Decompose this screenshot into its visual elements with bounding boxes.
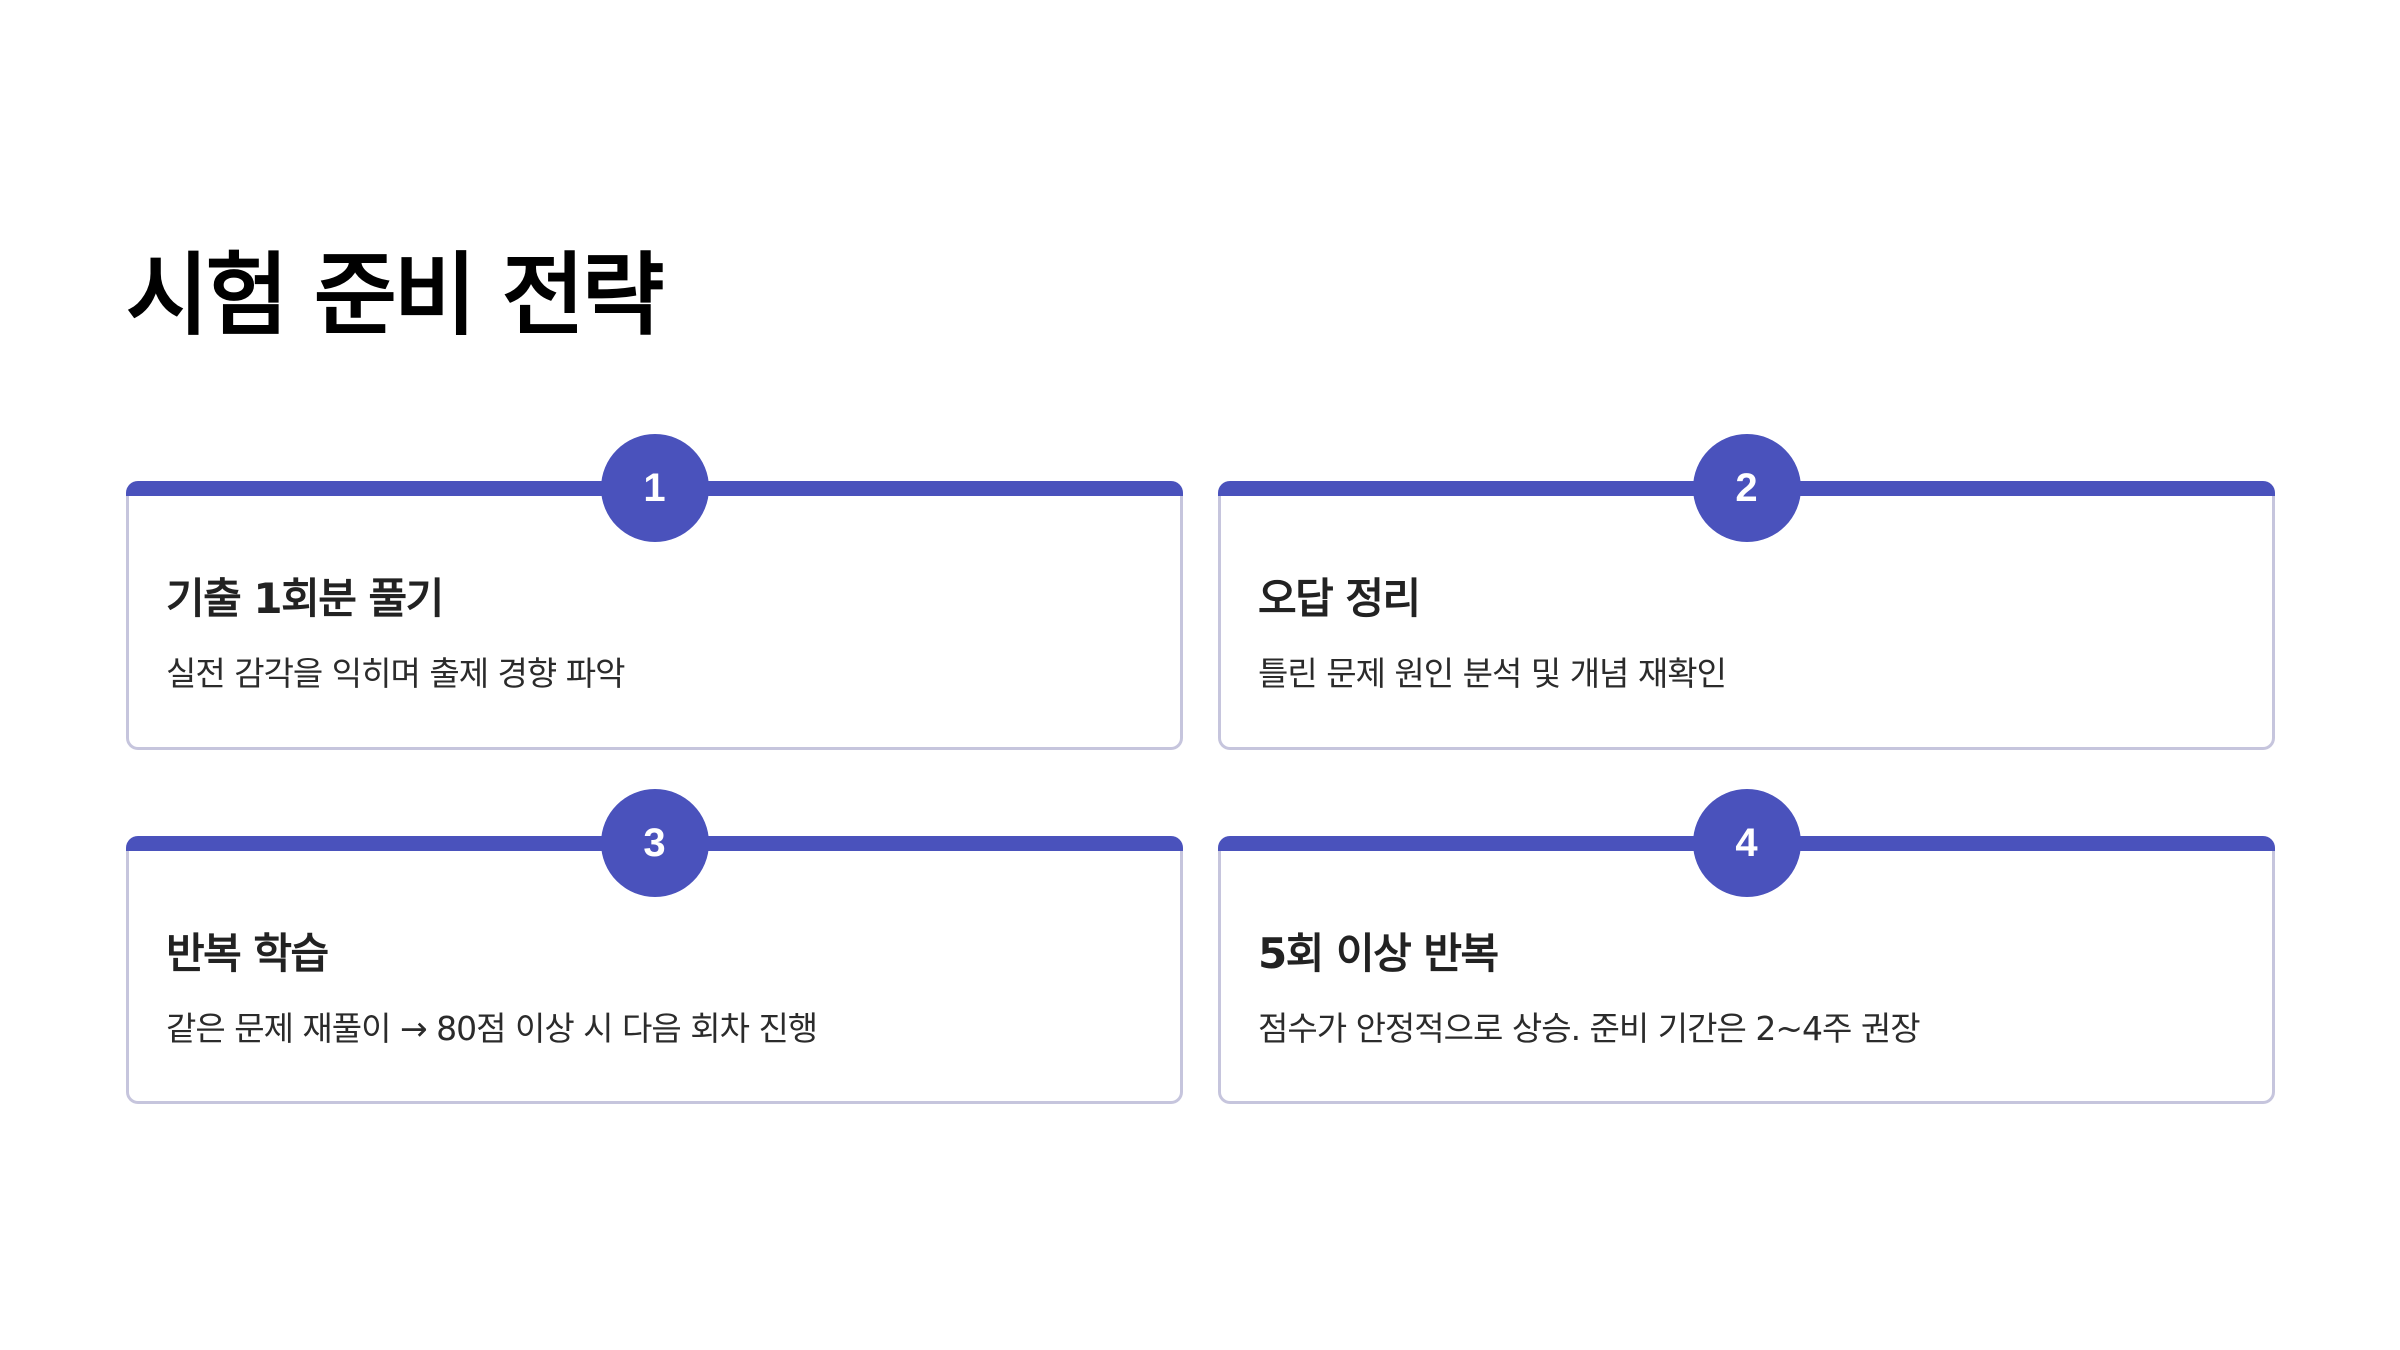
step-card-1: 1 기출 1회분 풀기 실전 감각을 익히며 출제 경향 파악 [126, 434, 1183, 750]
step-description: 같은 문제 재풀이 → 80점 이상 시 다음 회차 진행 [166, 1009, 818, 1048]
step-title: 반복 학습 [166, 929, 329, 978]
page-title: 시험 준비 전략 [126, 243, 664, 348]
step-description: 틀린 문제 원인 분석 및 개념 재확인 [1258, 654, 1727, 693]
step-title: 기출 1회분 풀기 [166, 574, 444, 623]
step-number-badge: 2 [1692, 434, 1801, 542]
step-title: 오답 정리 [1258, 574, 1421, 623]
step-number-badge: 3 [600, 789, 709, 897]
step-card-3: 3 반복 학습 같은 문제 재풀이 → 80점 이상 시 다음 회차 진행 [126, 789, 1183, 1104]
step-card-2: 2 오답 정리 틀린 문제 원인 분석 및 개념 재확인 [1218, 434, 2275, 750]
step-description: 점수가 안정적으로 상승. 준비 기간은 2~4주 권장 [1258, 1009, 1921, 1048]
step-title: 5회 이상 반복 [1258, 929, 1499, 978]
step-description: 실전 감각을 익히며 출제 경향 파악 [166, 654, 625, 693]
step-number-badge: 4 [1692, 789, 1801, 897]
step-number-badge: 1 [600, 434, 709, 542]
step-card-4: 4 5회 이상 반복 점수가 안정적으로 상승. 준비 기간은 2~4주 권장 [1218, 789, 2275, 1104]
